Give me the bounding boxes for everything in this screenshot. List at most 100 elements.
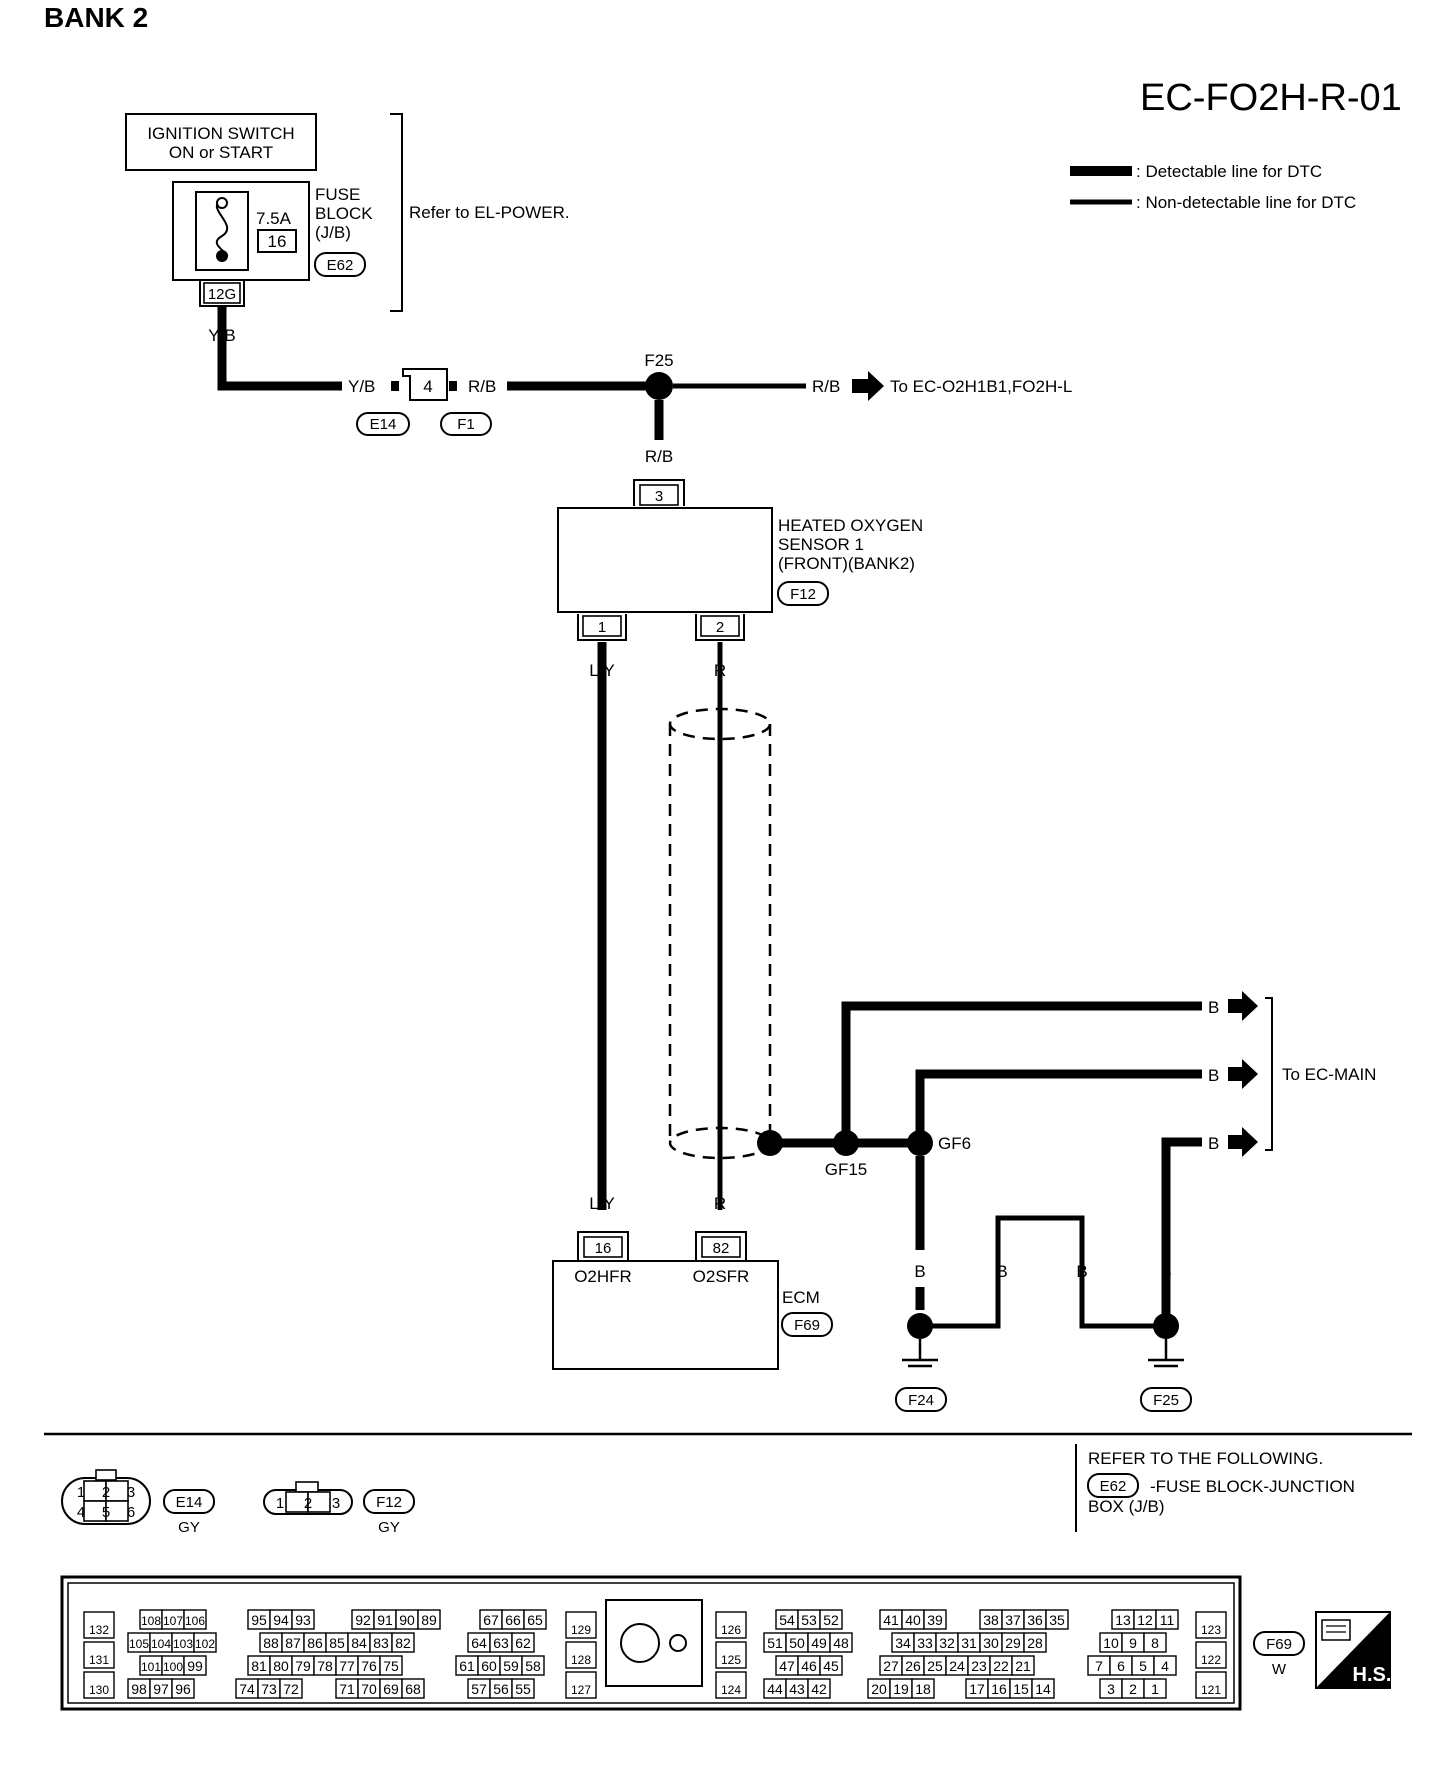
f12-pin-3: 3	[332, 1495, 340, 1512]
ecm-pin-cell	[1023, 1632, 1047, 1653]
shielded-cable	[668, 707, 772, 1160]
ecm-pin16: 16	[595, 1240, 612, 1257]
fuse-terminal-label: 12G	[208, 286, 236, 303]
ecm-pin-46: 46	[801, 1658, 817, 1674]
ecm-pin-cell	[511, 1678, 535, 1699]
f69-color: W	[1272, 1661, 1287, 1678]
ground-symbol-f24	[902, 1339, 938, 1368]
ecm-pin-69: 69	[383, 1681, 399, 1697]
ecm-pin-91: 91	[377, 1612, 393, 1628]
ecm-pin-68: 68	[405, 1681, 421, 1697]
ecm-pin-19: 19	[893, 1681, 909, 1697]
ignition-switch-line1: IGNITION SWITCH	[147, 124, 294, 143]
link-to-o2h: To EC-O2H1B1,FO2H-L	[890, 377, 1072, 396]
ecm-pin-71: 71	[339, 1681, 355, 1697]
ecm-pin-90: 90	[399, 1612, 415, 1628]
e14-pin-5: 5	[102, 1504, 110, 1521]
ecm-pin-16: 16	[991, 1681, 1007, 1697]
ecm-pin-53: 53	[801, 1612, 817, 1628]
fuse-number-box	[257, 229, 297, 253]
ecm-pin-cell	[83, 1671, 115, 1699]
ecm-pin-104: 104	[151, 1637, 171, 1651]
ground-f24-oval	[895, 1387, 947, 1412]
ecm-pin-cell	[1045, 1609, 1069, 1630]
ecm-pin-58: 58	[525, 1658, 541, 1674]
ecm-pin-81: 81	[251, 1658, 267, 1674]
connector-e14-label: E14	[370, 416, 397, 433]
ecm-pin-13: 13	[1115, 1612, 1131, 1628]
sensor-label-1: HEATED OXYGEN	[778, 516, 923, 535]
wire-label-r-2: R	[714, 1194, 726, 1213]
splice-f25-label: F25	[644, 351, 673, 370]
ecm-pin-cell	[83, 1641, 115, 1669]
ecm-pin-85: 85	[329, 1635, 345, 1651]
ecm-pin-50: 50	[789, 1635, 805, 1651]
ecm-pin-75: 75	[383, 1658, 399, 1674]
ecm-pin-17: 17	[969, 1681, 985, 1697]
sensor-pin1-box	[582, 615, 622, 637]
ecm-pin-96: 96	[175, 1681, 191, 1697]
ecm-connector-large-hole	[620, 1623, 660, 1663]
ground-f24-label: F24	[908, 1392, 934, 1409]
ecm-label: ECM	[782, 1288, 820, 1307]
wire-label-yb-2: Y/B	[348, 377, 375, 396]
ground-f25-oval	[1140, 1387, 1192, 1412]
ecm-pin-31: 31	[961, 1635, 977, 1651]
wire-label-ly-2: L/Y	[589, 1194, 615, 1213]
ecm-pin-5: 5	[1139, 1658, 1147, 1674]
ecm-pin-88: 88	[263, 1635, 279, 1651]
ecm-pin-124: 124	[721, 1683, 741, 1697]
connector-f12-label: F12	[790, 586, 816, 603]
ecm-pin-cell	[715, 1671, 747, 1699]
wire-b-main-2	[915, 1069, 1202, 1132]
e14-pin-3: 3	[127, 1484, 135, 1501]
ecm-pin-126: 126	[721, 1623, 741, 1637]
ecm-pin-42: 42	[811, 1681, 827, 1697]
ecm-pin-87: 87	[285, 1635, 301, 1651]
ecm-pin-30: 30	[983, 1635, 999, 1651]
sensor-pin2: 2	[716, 619, 724, 636]
wire-label-b-2: B	[1208, 1066, 1219, 1085]
arrow-main-3	[1228, 1127, 1258, 1157]
refer-item-2: BOX (J/B)	[1088, 1497, 1165, 1516]
ecm-pin-cell	[911, 1678, 935, 1699]
refer-e62-oval	[1087, 1473, 1139, 1498]
ecm-pin-52: 52	[823, 1612, 839, 1628]
sensor-pin1-bracket	[577, 614, 627, 641]
f12-pin-1: 1	[276, 1495, 284, 1512]
fuse-label-1: FUSE	[315, 185, 360, 204]
splice-shield	[757, 1130, 783, 1156]
wire-label-rb-3: R/B	[645, 447, 673, 466]
ecm-pin-44: 44	[767, 1681, 783, 1697]
ecm-pin-108: 108	[141, 1614, 161, 1628]
ecm-pin-8: 8	[1151, 1635, 1159, 1651]
ecm-pin82: 82	[713, 1240, 730, 1257]
ecm-pin-43: 43	[789, 1681, 805, 1697]
connector-f1-oval	[440, 412, 492, 436]
ecm-pin-92: 92	[355, 1612, 371, 1628]
ecm-pin-101: 101	[141, 1660, 161, 1674]
arrow-main-1	[1228, 991, 1258, 1021]
ecm-pin-121: 121	[1201, 1683, 1221, 1697]
connector-e62-label: E62	[327, 257, 354, 274]
wire-label-b-7: B	[1160, 1262, 1171, 1281]
ecm-pin-60: 60	[481, 1658, 497, 1674]
refer-e62-label: E62	[1100, 1478, 1127, 1495]
ecm-pin-125: 125	[721, 1653, 741, 1667]
ecm-pin16-name: O2HFR	[574, 1267, 632, 1286]
ecm-pin-6: 6	[1117, 1658, 1125, 1674]
ecm-pin-21: 21	[1015, 1658, 1031, 1674]
legend-nondetectable-text: : Non-detectable line for DTC	[1136, 193, 1356, 212]
ecm-pin-84: 84	[351, 1635, 367, 1651]
ecm-pin-38: 38	[983, 1612, 999, 1628]
e14-face-oval	[163, 1489, 215, 1514]
ecm-pin-22: 22	[993, 1658, 1009, 1674]
ecm-connector-inner	[67, 1582, 1235, 1704]
refer-el-power: Refer to EL-POWER.	[409, 203, 570, 222]
ecm-pin-cell	[1195, 1671, 1227, 1699]
heated-oxygen-sensor-box	[557, 507, 773, 613]
fuse-symbol-frame	[195, 191, 249, 271]
wire-yb	[217, 306, 342, 391]
ecm-pin-cell	[819, 1655, 843, 1676]
